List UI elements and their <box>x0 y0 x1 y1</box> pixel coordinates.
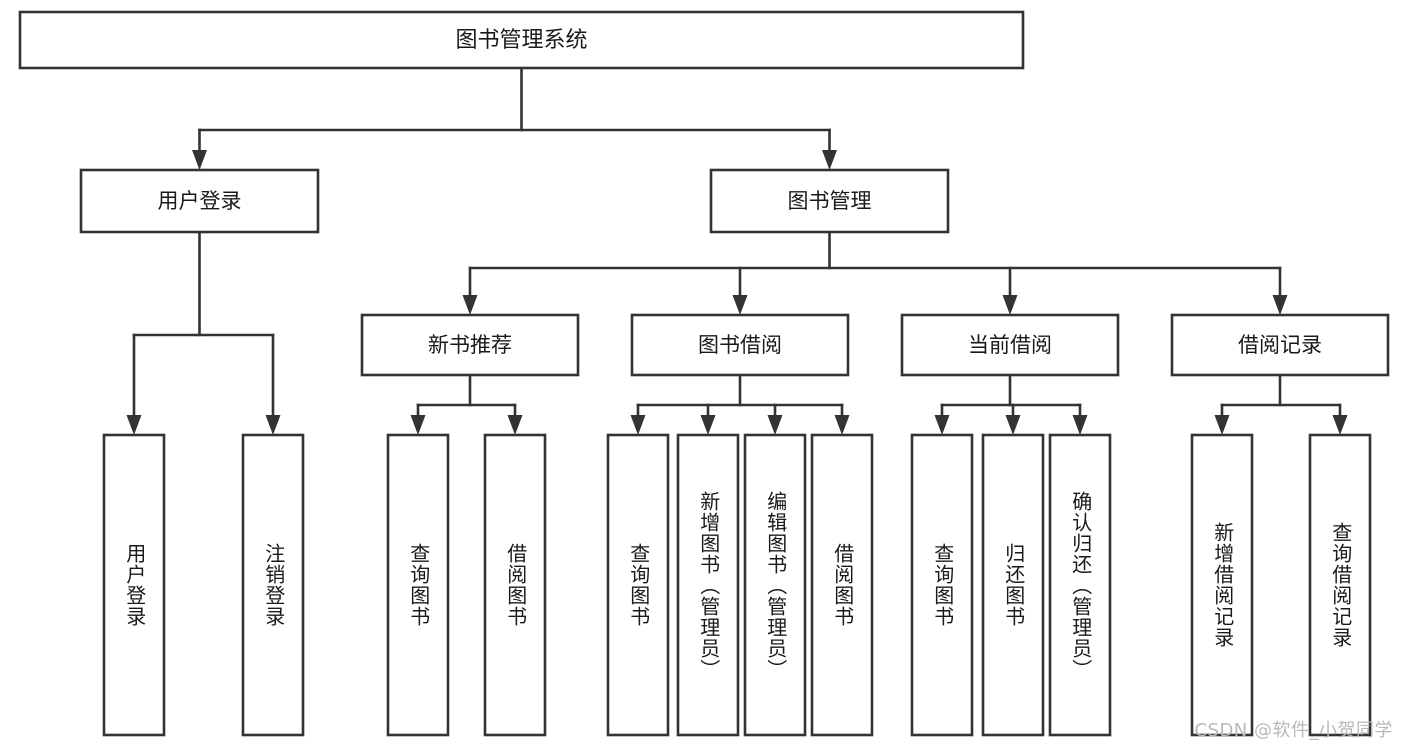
node-box-root[interactable] <box>18 10 1025 70</box>
node-label-current-borrow: 当前借阅 <box>968 333 1052 357</box>
watermark-text: CSDN @软件_小贺同学 <box>1194 720 1393 741</box>
arrow-head-icon <box>126 415 142 435</box>
node-box-leaf-query-record[interactable] <box>1308 433 1372 737</box>
connector-layer <box>126 66 1348 435</box>
node-box-leaf-query-book-rec[interactable] <box>386 433 450 737</box>
arrow-head-icon <box>410 415 426 435</box>
node-box-leaf-borrow-book[interactable] <box>810 433 874 737</box>
arrow-head-icon <box>507 415 523 435</box>
node-box-book-manage[interactable] <box>709 168 950 234</box>
node-box-leaf-return-book[interactable] <box>981 433 1045 737</box>
arrow-head-icon <box>1332 415 1348 435</box>
arrow-head-icon <box>834 415 850 435</box>
arrow-head-icon <box>1002 295 1018 315</box>
arrow-head-icon <box>822 150 837 170</box>
node-label-user-login: 用户登录 <box>158 189 242 213</box>
node-label-book-manage: 图书管理 <box>788 189 872 213</box>
arrow-head-icon <box>1072 415 1088 435</box>
node-box-leaf-add-book[interactable] <box>676 433 740 737</box>
arrow-head-icon <box>732 295 748 315</box>
arrow-head-icon <box>1272 295 1288 315</box>
node-box-leaf-add-record[interactable] <box>1190 433 1254 737</box>
arrow-head-icon <box>700 415 716 435</box>
node-label-book-borrow: 图书借阅 <box>698 333 782 357</box>
arrow-head-icon <box>1214 415 1230 435</box>
arrow-head-icon <box>462 295 478 315</box>
arrow-head-icon <box>265 415 281 435</box>
arrow-head-icon <box>1005 415 1021 435</box>
node-box-leaf-query-book-cur[interactable] <box>910 433 974 737</box>
arrow-head-icon <box>767 415 783 435</box>
node-box-book-borrow[interactable] <box>630 313 850 377</box>
node-label-borrow-record: 借阅记录 <box>1238 333 1322 357</box>
node-box-current-borrow[interactable] <box>900 313 1120 377</box>
arrow-head-icon <box>630 415 646 435</box>
arrow-head-icon <box>192 150 207 170</box>
node-box-leaf-query-book-borrow[interactable] <box>606 433 670 737</box>
node-box-leaf-user-login[interactable] <box>102 433 166 737</box>
node-box-leaf-edit-book[interactable] <box>743 433 807 737</box>
arrow-head-icon <box>934 415 950 435</box>
node-box-leaf-borrow-book-rec[interactable] <box>483 433 547 737</box>
node-box-leaf-logout[interactable] <box>241 433 305 737</box>
node-box-borrow-record[interactable] <box>1170 313 1390 377</box>
node-label-new-book-recommend: 新书推荐 <box>428 333 512 357</box>
node-box-user-login[interactable] <box>79 168 320 234</box>
node-box-layer <box>18 10 1390 737</box>
node-label-root: 图书管理系统 <box>455 28 587 53</box>
node-box-leaf-confirm-return[interactable] <box>1048 433 1112 737</box>
node-box-new-book-recommend[interactable] <box>360 313 580 377</box>
